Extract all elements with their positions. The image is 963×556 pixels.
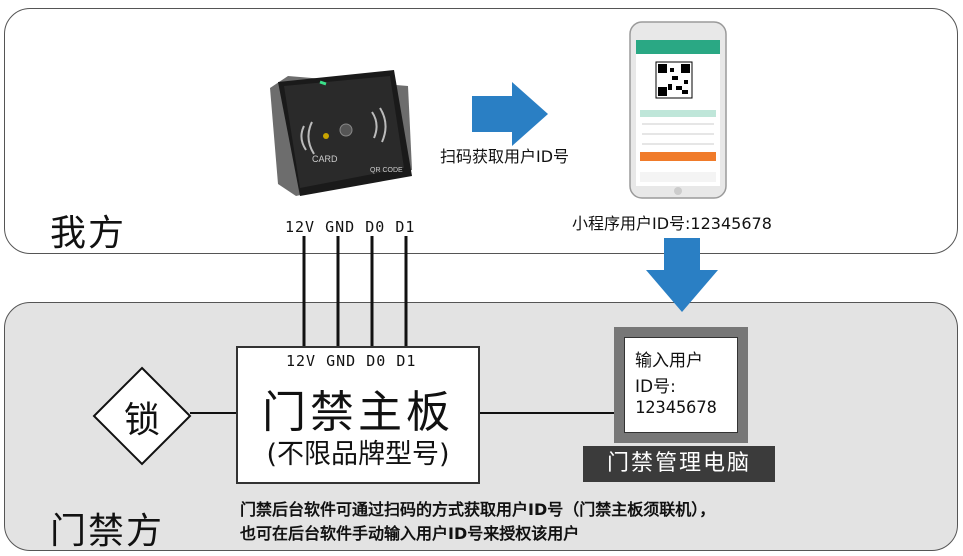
controller-board: 12V GND D0 D1 门禁主板 (不限品牌型号): [236, 346, 480, 484]
note-line-2: 也可在后台软件手动输入用户ID号来授权该用户: [240, 524, 580, 543]
access-side-label: 门禁方: [50, 511, 165, 552]
pc-line-3: 12345678: [635, 398, 717, 418]
qr-text: QR CODE: [370, 167, 403, 174]
card-text: CARD: [312, 154, 338, 164]
pc-screen: 输入用户 ID号: 12345678: [624, 337, 738, 433]
phone-caption: 小程序用户ID号:12345678: [572, 214, 772, 233]
controller-subtitle: (不限品牌型号): [266, 439, 450, 470]
wiring: [190, 236, 614, 414]
management-pc: 输入用户 ID号: 12345678: [614, 327, 748, 443]
controller-name: 门禁主板: [262, 387, 454, 438]
reader-pins: 12V GND D0 D1: [285, 218, 416, 236]
pc-line-2: ID号:: [635, 377, 676, 397]
scan-caption: 扫码获取用户ID号: [440, 147, 570, 166]
phone-mockup: [629, 21, 727, 199]
right-arrow: [472, 82, 548, 146]
lock-diamond: [92, 366, 192, 466]
our-side-label: 我方: [50, 213, 127, 254]
down-arrow: [646, 238, 718, 312]
controller-pins: 12V GND D0 D1: [286, 352, 417, 370]
note-line-1: 门禁后台软件可通过扫码的方式获取用户ID号（门禁主板须联机），: [240, 500, 716, 519]
qr-code-icon: [655, 61, 693, 99]
lock-label: 锁: [123, 400, 160, 441]
status-led: [319, 80, 327, 86]
pc-label: 门禁管理电脑: [583, 446, 775, 482]
pc-line-1: 输入用户: [635, 351, 703, 371]
card-reader-device: CARD QR CODE: [270, 70, 412, 196]
phone-button: [640, 152, 716, 161]
